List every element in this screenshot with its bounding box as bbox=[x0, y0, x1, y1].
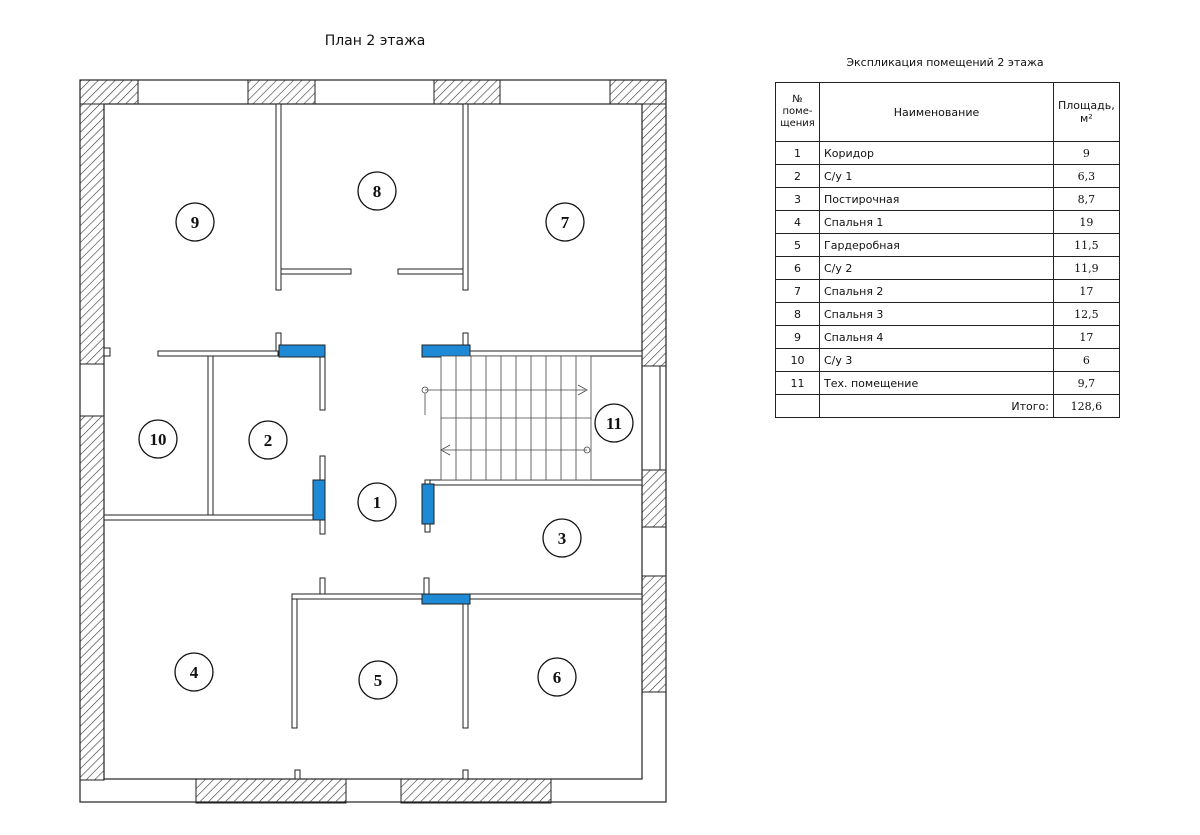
row-area: 11,9 bbox=[1053, 256, 1120, 280]
room-number-9: 9 bbox=[191, 213, 200, 232]
room-number-2: 2 bbox=[264, 431, 273, 450]
plan-title: План 2 этажа bbox=[324, 33, 426, 49]
room-number-10: 10 bbox=[150, 430, 167, 449]
total-row: Итого: 128,6 bbox=[775, 394, 1120, 418]
wall-top-3 bbox=[433, 79, 501, 105]
total-empty bbox=[775, 394, 820, 418]
wall-right-mid bbox=[641, 469, 667, 528]
room-label-7: 7 bbox=[545, 202, 585, 242]
room-labels: 9 8 7 10 2 11 1 3 bbox=[138, 171, 634, 700]
wall-bottom-left bbox=[195, 778, 347, 804]
row-name: Постирочная bbox=[819, 187, 1054, 211]
wall-top-2 bbox=[247, 79, 316, 105]
room-schedule-table: № поме- щения Наименование Площадь, м² 1… bbox=[775, 82, 1120, 418]
row-area: 17 bbox=[1053, 279, 1120, 303]
row-num: 2 bbox=[775, 164, 820, 188]
wall-right-upper bbox=[641, 103, 667, 367]
row-num: 7 bbox=[775, 279, 820, 303]
row-name: С/у 3 bbox=[819, 348, 1054, 372]
wall-left-upper bbox=[79, 103, 105, 365]
total-label: Итого: bbox=[819, 394, 1054, 418]
row-area: 6 bbox=[1053, 348, 1120, 372]
row-area: 9,7 bbox=[1053, 371, 1120, 395]
table-title: Экспликация помещений 2 этажа bbox=[846, 56, 1044, 69]
row-num: 8 bbox=[775, 302, 820, 326]
row-num: 1 bbox=[775, 141, 820, 165]
room-number-5: 5 bbox=[374, 671, 383, 690]
room-number-3: 3 bbox=[558, 529, 567, 548]
room-number-1: 1 bbox=[373, 493, 382, 512]
row-num: 4 bbox=[775, 210, 820, 234]
header-name: Наименование bbox=[819, 82, 1054, 142]
room-number-7: 7 bbox=[561, 213, 570, 232]
room-number-6: 6 bbox=[553, 668, 562, 687]
row-area: 17 bbox=[1053, 325, 1120, 349]
row-area: 11,5 bbox=[1053, 233, 1120, 257]
row-num: 3 bbox=[775, 187, 820, 211]
row-num: 9 bbox=[775, 325, 820, 349]
row-num: 10 bbox=[775, 348, 820, 372]
header-num: № поме- щения bbox=[775, 82, 820, 142]
row-name: С/у 1 bbox=[819, 164, 1054, 188]
row-area: 6,3 bbox=[1053, 164, 1120, 188]
room-number-11: 11 bbox=[606, 414, 622, 433]
row-area: 12,5 bbox=[1053, 302, 1120, 326]
wall-bottom-right bbox=[400, 778, 552, 804]
header-area: Площадь, м² bbox=[1053, 82, 1120, 142]
row-num: 11 bbox=[775, 371, 820, 395]
row-name: Гардеробная bbox=[819, 233, 1054, 257]
staircase bbox=[421, 355, 592, 481]
total-value: 128,6 bbox=[1053, 394, 1120, 418]
room-label-3: 3 bbox=[542, 518, 582, 558]
row-name: Спальня 4 bbox=[819, 325, 1054, 349]
row-name: Спальня 1 bbox=[819, 210, 1054, 234]
row-name: Спальня 3 bbox=[819, 302, 1054, 326]
room-label-11: 11 bbox=[594, 403, 634, 443]
table-header-row: № поме- щения Наименование Площадь, м² bbox=[775, 82, 1120, 142]
room-label-10: 10 bbox=[138, 419, 178, 459]
row-name: Тех. помещение bbox=[819, 371, 1054, 395]
row-area: 9 bbox=[1053, 141, 1120, 165]
row-num: 6 bbox=[775, 256, 820, 280]
wall-left-lower bbox=[79, 415, 105, 781]
masonry-walls bbox=[79, 79, 667, 804]
room-label-2: 2 bbox=[248, 420, 288, 460]
row-area: 8,7 bbox=[1053, 187, 1120, 211]
row-area: 19 bbox=[1053, 210, 1120, 234]
room-label-5: 5 bbox=[358, 660, 398, 700]
wall-top-right bbox=[609, 79, 667, 105]
row-num: 5 bbox=[775, 233, 820, 257]
interior-partitions bbox=[103, 103, 643, 780]
room-number-8: 8 bbox=[373, 182, 382, 201]
door-accents bbox=[278, 344, 471, 605]
row-name: Коридор bbox=[819, 141, 1054, 165]
row-name: С/у 2 bbox=[819, 256, 1054, 280]
floor-plan: 9 8 7 10 2 11 1 3 bbox=[79, 79, 667, 804]
row-name: Спальня 2 bbox=[819, 279, 1054, 303]
wall-right-lower bbox=[641, 575, 667, 693]
room-label-9: 9 bbox=[175, 202, 215, 242]
window-lines bbox=[659, 366, 667, 779]
wall-top-left bbox=[79, 79, 139, 105]
room-number-4: 4 bbox=[190, 663, 199, 682]
room-label-4: 4 bbox=[174, 652, 214, 692]
room-label-8: 8 bbox=[357, 171, 397, 211]
room-label-1: 1 bbox=[357, 482, 397, 522]
room-label-6: 6 bbox=[537, 657, 577, 697]
